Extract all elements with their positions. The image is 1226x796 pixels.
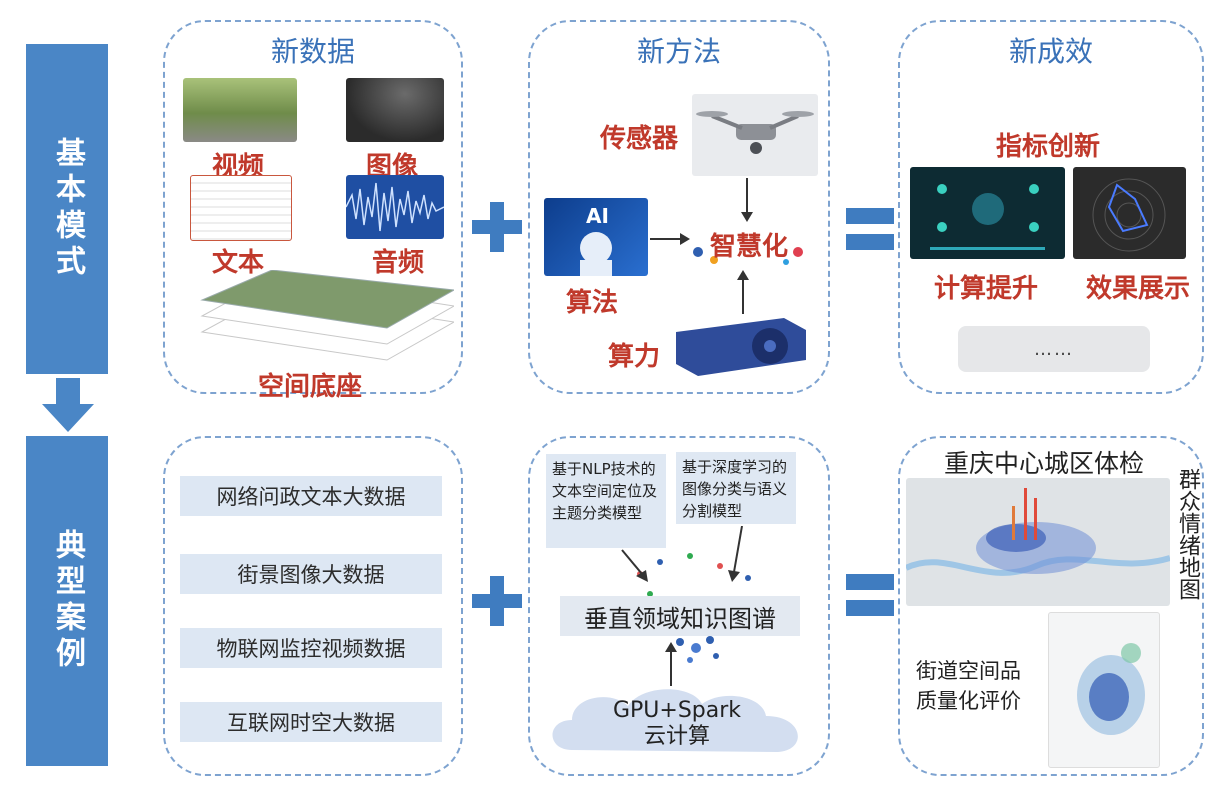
cloud-line-1: GPU+Spark [612, 698, 742, 723]
more-placeholder: …… [958, 326, 1150, 372]
plus-icon [472, 576, 522, 626]
arrow-dl-to-kg [728, 526, 743, 582]
arrow-right-connector [650, 233, 690, 245]
plus-icon [472, 202, 522, 252]
drone-image [692, 94, 818, 176]
text-label: 文本 [212, 248, 265, 278]
indicator-label: 指标创新 [996, 132, 1101, 162]
equals-icon-bottom-a [846, 574, 894, 590]
smart-label: 智慧化 [710, 232, 789, 262]
ai-badge: AI [586, 204, 609, 228]
algorithm-label: 算法 [566, 288, 619, 318]
radar-thumbnail [1073, 167, 1186, 259]
equals-icon-top-b [846, 234, 894, 250]
sidebar-basic-mode: 基本模式 [26, 44, 108, 374]
new-data-title: 新数据 [270, 35, 355, 68]
street-quality-line-2: 质量化评价 [916, 689, 1021, 713]
cloud-label: GPU+Spark 云计算 [542, 698, 812, 750]
text-thumbnail [190, 175, 292, 241]
arrow-nlp-to-kg [621, 549, 648, 582]
compute-up-label: 计算提升 [934, 274, 1039, 304]
data-case-item: 网络问政文本大数据 [180, 476, 442, 516]
emotion-map-side-label: 群众情绪地图 [1175, 468, 1200, 600]
emotion-map-image [906, 478, 1170, 606]
arrow-cloud-to-kg [665, 642, 677, 686]
audio-thumbnail [346, 175, 444, 239]
new-method-title: 新方法 [636, 35, 721, 68]
sidebar-typical-case-label: 典型案例 [50, 529, 85, 673]
method-case-box [528, 436, 830, 776]
data-cases-box [163, 436, 463, 776]
knowledge-graph-label: 垂直领域知识图谱 [560, 596, 800, 636]
spatial-label: 空间底座 [258, 372, 363, 402]
showcase-label: 效果展示 [1086, 274, 1191, 304]
cloud-icon [552, 689, 798, 752]
more-ellipsis: …… [1034, 338, 1074, 360]
video-thumbnail [183, 78, 297, 142]
street-quality-map-image [1048, 612, 1160, 768]
sidebar-typical-case: 典型案例 [26, 436, 108, 766]
arrow-up-connector [737, 270, 749, 314]
data-case-item: 互联网时空大数据 [180, 702, 442, 742]
cloud-line-2: 云计算 [643, 724, 710, 749]
new-data-box [163, 20, 463, 394]
sensor-label: 传感器 [600, 124, 679, 154]
sidebar-basic-mode-label: 基本模式 [50, 137, 85, 281]
equals-icon-top-a [846, 208, 894, 224]
dl-callout: 基于深度学习的图像分类与语义分割模型 [676, 452, 796, 524]
chongqing-title: 重庆中心城区体检 [944, 449, 1145, 478]
equals-icon-bottom-b [846, 600, 894, 616]
audio-label: 音频 [372, 248, 425, 278]
smart-dots-icon [693, 247, 803, 265]
data-case-item: 物联网监控视频数据 [180, 628, 442, 668]
dashboard-thumbnail [910, 167, 1065, 259]
new-result-title: 新成效 [1008, 35, 1093, 68]
gpu-image [672, 310, 810, 380]
smart-center: 智慧化 [690, 222, 810, 270]
new-method-box [528, 20, 830, 394]
compute-label: 算力 [608, 342, 661, 372]
result-case-box [898, 436, 1204, 776]
waveform-icon [346, 182, 444, 232]
data-case-item: 街景图像大数据 [180, 554, 442, 594]
street-quality-line-1: 街道空间品 [916, 659, 1021, 683]
nlp-callout: 基于NLP技术的文本空间定位及主题分类模型 [546, 454, 666, 548]
arrow-down-connector [741, 178, 753, 222]
street-quality-label: 街道空间品 质量化评价 [916, 656, 1021, 716]
image-thumbnail [346, 78, 444, 142]
new-result-box [898, 20, 1204, 394]
down-arrow-icon [42, 378, 94, 432]
ai-robot-image: AI [544, 198, 648, 276]
spatial-layers-illustration [200, 270, 454, 361]
